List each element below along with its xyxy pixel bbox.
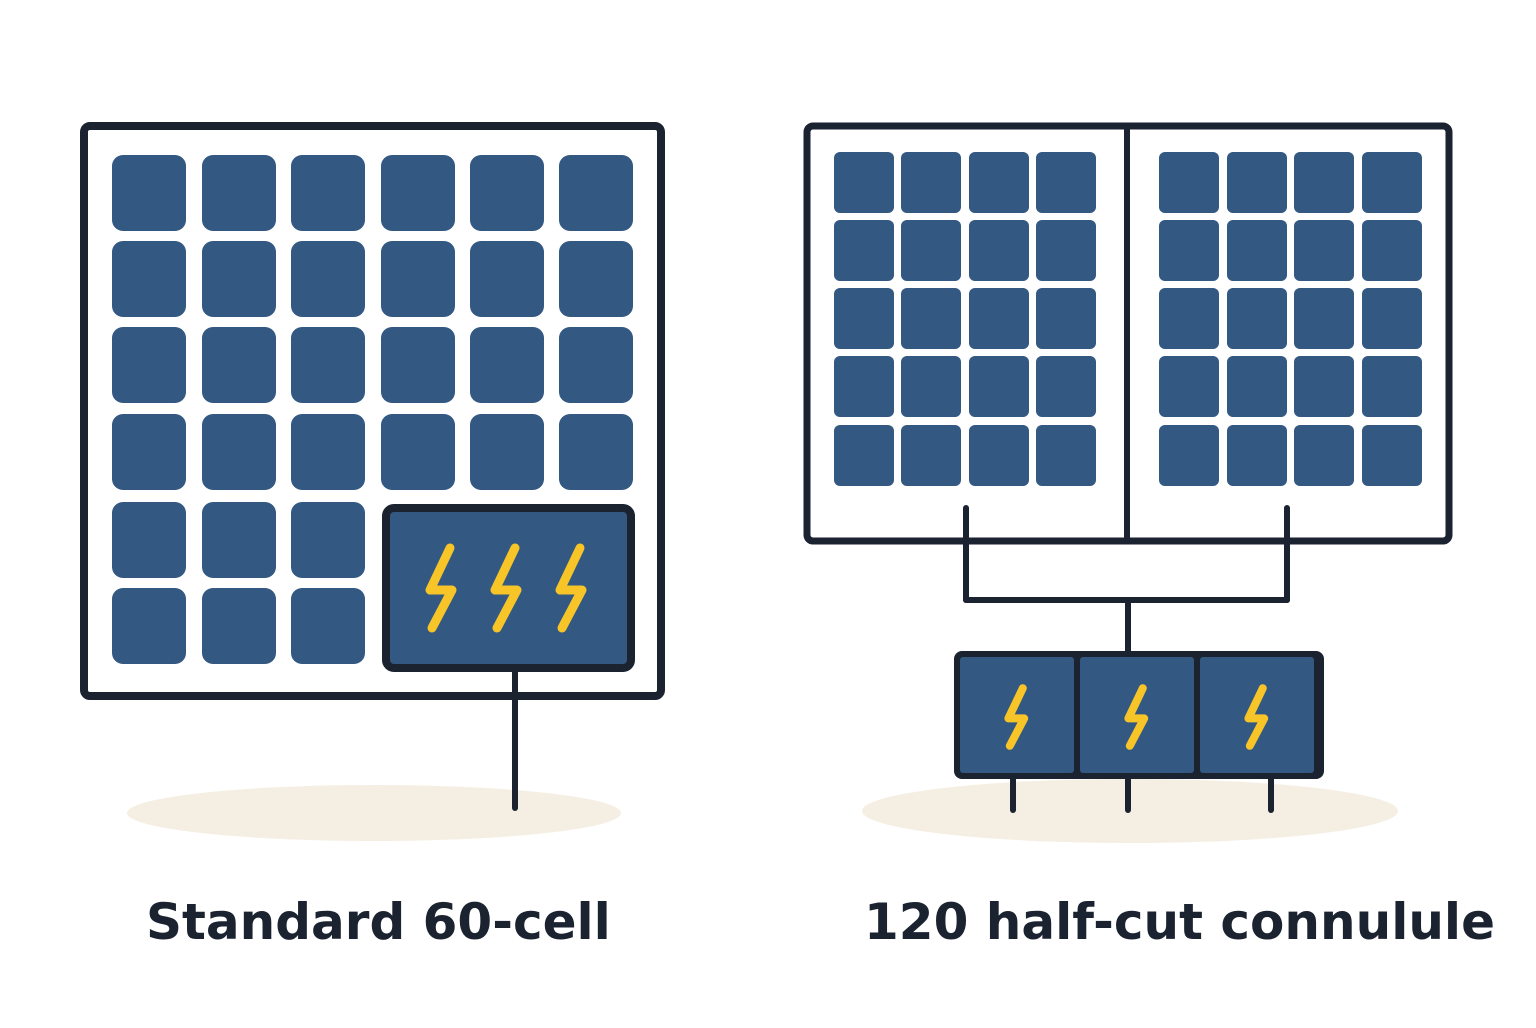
half-cut-cell [1227,356,1287,417]
halfcut-panel-illustration [803,122,1453,843]
half-cut-cell [1159,425,1219,486]
lightning-bolt-icon [1124,684,1149,750]
half-cut-cell [834,220,894,281]
half-cut-cell [1227,288,1287,349]
solar-cell [559,414,633,490]
solar-cell [381,155,455,231]
lightning-bolt-icon [1004,684,1029,750]
lightning-bolt-icon [555,543,587,633]
solar-cell [112,502,186,578]
solar-cell [112,241,186,317]
half-cut-cell [1362,288,1422,349]
solar-cell [112,588,186,664]
solar-cell [381,241,455,317]
solar-cell [291,414,365,490]
solar-cell [291,155,365,231]
solar-cell [202,241,276,317]
solar-cell [470,327,544,403]
half-cut-cell [969,356,1029,417]
half-cut-cell [834,425,894,486]
solar-cell [470,414,544,490]
standard-panel-illustration [80,122,665,841]
half-cut-cell [1159,288,1219,349]
half-cut-cell [1036,425,1096,486]
solar-cell [112,414,186,490]
solar-cell [381,327,455,403]
half-cut-cell [969,220,1029,281]
solar-cell [470,155,544,231]
half-cut-cell [1294,152,1354,213]
solar-cell [470,241,544,317]
half-cut-cell [1294,425,1354,486]
half-cut-cell [1227,220,1287,281]
solar-cell [559,241,633,317]
lightning-bolt-icon [425,543,457,633]
ground-shadow [127,785,621,841]
half-cut-cell [1227,425,1287,486]
half-cut-cell [1159,356,1219,417]
standard-panel-caption: Standard 60-cell [146,893,611,951]
half-cut-cell [901,152,961,213]
half-cut-cell [901,425,961,486]
half-cut-cell [1036,152,1096,213]
half-cut-cell [901,288,961,349]
half-cut-cell [834,356,894,417]
half-cut-cell [969,425,1029,486]
half-cut-cell [1294,288,1354,349]
solar-cell [559,327,633,403]
solar-cell [291,241,365,317]
half-cut-cell [1036,288,1096,349]
solar-cell [202,414,276,490]
half-cut-cell [901,220,961,281]
half-cut-cell [834,152,894,213]
solar-cell [112,155,186,231]
halfcut-panel-caption: 120 half-cut connulule [864,893,1495,951]
half-cut-cell [1159,220,1219,281]
solar-cell [202,327,276,403]
solar-cell [291,327,365,403]
half-cut-cell [1294,220,1354,281]
half-cut-cell [1227,152,1287,213]
solar-cell [202,502,276,578]
half-cut-cell [1294,356,1354,417]
half-cut-cell [1159,152,1219,213]
solar-cell [291,588,365,664]
half-cut-cell [1362,425,1422,486]
half-cut-cell [1362,356,1422,417]
solar-cell [202,588,276,664]
half-cut-cell [969,288,1029,349]
solar-cell [381,414,455,490]
half-cut-cell [969,152,1029,213]
lightning-bolt-icon [490,543,522,633]
half-cut-cell [1036,356,1096,417]
half-cut-cell [1362,220,1422,281]
solar-cell [291,502,365,578]
half-cut-cell [1036,220,1096,281]
solar-cell [112,327,186,403]
half-cut-cell [901,356,961,417]
solar-cell [202,155,276,231]
half-cut-cell [1362,152,1422,213]
half-cut-cell [834,288,894,349]
solar-cell [559,155,633,231]
lightning-bolt-icon [1244,684,1269,750]
